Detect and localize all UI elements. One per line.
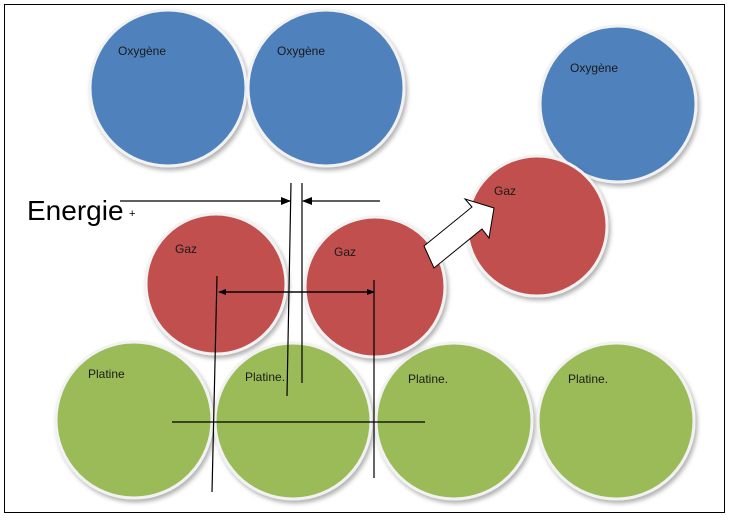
- gas-atom: Gaz: [465, 154, 609, 298]
- plus-sign: +: [129, 208, 135, 220]
- reference-line: [286, 182, 292, 397]
- gas-label: Gaz: [175, 242, 197, 256]
- oxygen-label: Oxygène: [570, 61, 618, 75]
- platinum-atom: Platine: [54, 340, 214, 500]
- oxygen-atom: Oxygène: [88, 8, 248, 168]
- center-line: [211, 275, 218, 493]
- platinum-label: Platine.: [245, 370, 285, 384]
- oxygen-label: Oxygène: [277, 44, 325, 58]
- gas-label: Gaz: [334, 245, 356, 259]
- platinum-label: Platine: [88, 367, 125, 381]
- platinum-atom: Platine.: [213, 341, 373, 501]
- oxygen-label: Oxygène: [118, 44, 166, 58]
- energy-label: Energie: [27, 195, 124, 226]
- oxygen-atom: Oxygène: [246, 8, 406, 168]
- desorption-arrow-icon: [423, 197, 495, 269]
- oxygen-atom: Oxygène: [538, 24, 698, 184]
- platinum-label: Platine.: [408, 372, 448, 386]
- gas-atom: Gaz: [303, 215, 447, 359]
- platinum-atom: Platine.: [536, 341, 696, 501]
- gas-atom: Gaz: [144, 212, 288, 356]
- gas-label: Gaz: [494, 184, 516, 198]
- platinum-atom: Platine.: [374, 341, 534, 501]
- platinum-label: Platine.: [568, 372, 608, 386]
